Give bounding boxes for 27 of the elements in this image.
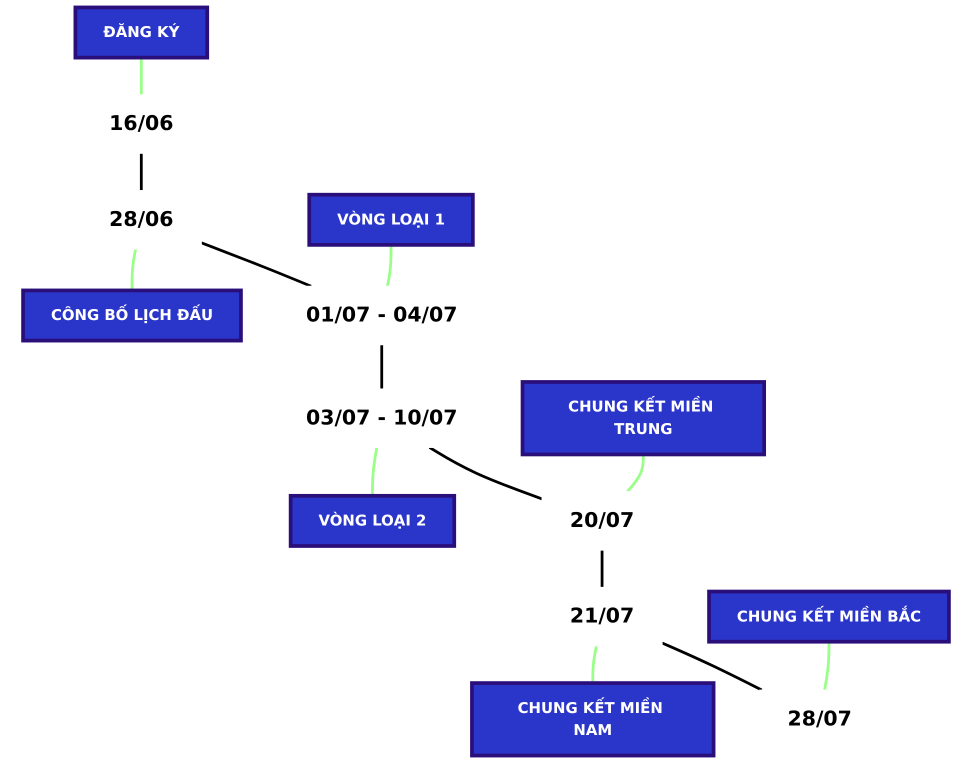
connector <box>130 248 137 290</box>
connector <box>662 642 762 692</box>
connector <box>386 244 392 286</box>
connector <box>380 344 384 389</box>
connector <box>591 646 598 684</box>
connector <box>200 242 312 288</box>
node-text: 21/07 <box>570 605 634 628</box>
node-text: 28/06 <box>109 208 174 232</box>
connector <box>371 447 378 496</box>
connector <box>428 446 542 500</box>
node-box: CHUNG KẾT MIỀN BẮC <box>707 590 951 644</box>
node-text: 28/07 <box>788 708 852 731</box>
node-text: 01/07 - 04/07 <box>306 304 458 328</box>
connector <box>140 58 143 95</box>
connector <box>626 454 645 493</box>
connector <box>600 550 604 588</box>
node-box: VÒNG LOẠI 1 <box>307 192 475 247</box>
node-text: 16/06 <box>109 112 174 136</box>
node-box: VÒNG LOẠI 2 <box>288 494 456 548</box>
connector <box>140 153 143 191</box>
connector <box>823 642 830 690</box>
node-box: ĐĂNG KÝ <box>74 6 210 60</box>
node-box: CÔNG BỐ LỊCH ĐẤU <box>21 288 243 342</box>
node-box: CHUNG KẾT MIỀN TRUNG <box>520 380 766 456</box>
node-box: CHUNG KẾT MIỀN NAM <box>470 681 716 758</box>
node-text: 20/07 <box>570 509 634 533</box>
node-text: 03/07 - 10/07 <box>306 406 458 430</box>
